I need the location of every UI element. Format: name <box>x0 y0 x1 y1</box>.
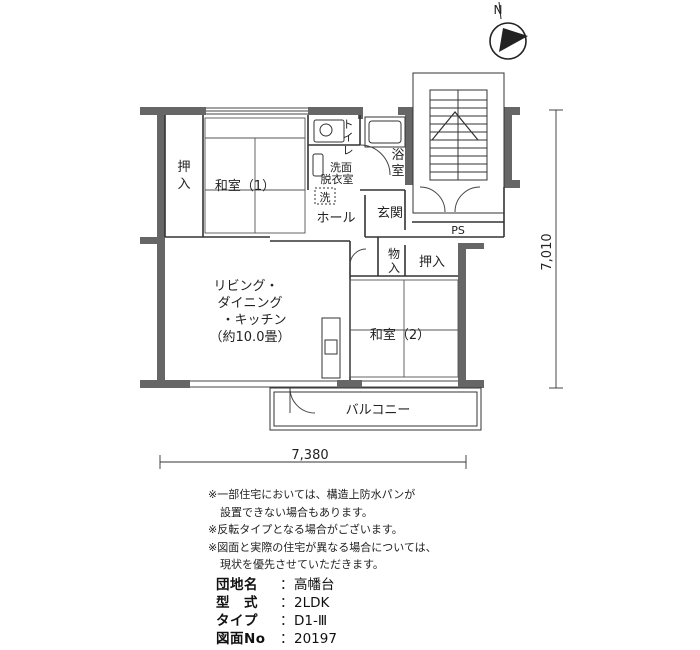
room-bath-a: 浴 <box>391 148 404 163</box>
room-balcony: バルコニー <box>346 403 411 418</box>
note-line: ※一部住宅においては、構造上防水パンが <box>208 488 416 501</box>
room-senmen-b: 脱衣室 <box>321 172 354 186</box>
room-oshiire-2: 押入 <box>419 255 445 270</box>
compass-icon: N <box>489 1 528 60</box>
washer-label: 洗 <box>320 191 331 204</box>
dimension-depth: 7,010 <box>540 233 555 270</box>
info-row-drawing: 図面No ： 20197 <box>216 630 337 648</box>
room-oshiire-1-a: 押 <box>177 160 190 175</box>
room-genkan: 玄関 <box>377 206 403 221</box>
room-washitsu-2: 和室（2） <box>370 327 430 343</box>
room-washitsu-1: 和室（1） <box>215 178 275 194</box>
danchi-value: 高幡台 <box>294 577 335 593</box>
room-ldk-line-1: リビング・ <box>213 279 278 294</box>
room-senmen-a: 洗面 <box>330 161 352 174</box>
tatami <box>204 117 459 378</box>
room-oshiire-1-b: 入 <box>177 177 190 192</box>
note-line: 現状を優先させていただきます。 <box>220 558 384 571</box>
stairs <box>412 72 505 214</box>
windows <box>190 107 458 388</box>
note-line: 設置できない場合もあります。 <box>220 505 373 519</box>
drawing-value: 20197 <box>294 631 337 647</box>
room-monoire-b: 入 <box>388 261 400 275</box>
separator: ： <box>280 613 294 629</box>
room-monoire-a: 物 <box>388 247 400 261</box>
type-value: 2LDK <box>294 595 330 611</box>
type-label: 型 式 <box>216 595 258 611</box>
info-row-subtype: タイプ ： D1-Ⅲ <box>216 612 337 630</box>
room-ldk-line-2: ダイニング <box>217 296 282 311</box>
info-table: 団地名 ： 高幡台 型 式 ： 2LDK タイプ ： D1-Ⅲ 図面No ： 2… <box>216 576 337 648</box>
info-row-danchi: 団地名 ： 高幡台 <box>216 576 337 594</box>
notes: ※一部住宅においては、構造上防水パンが 設置できない場合もあります。 ※反転タイ… <box>208 486 508 574</box>
doors <box>289 144 481 414</box>
drawing-label: 図面No <box>216 631 266 647</box>
separator: ： <box>280 595 294 611</box>
balcony <box>269 387 482 431</box>
room-hall: ホール <box>316 211 355 226</box>
room-toilet-a: ト <box>343 118 354 131</box>
fixtures <box>312 116 406 379</box>
note-line: ※図面と実際の住宅が異なる場合については、 <box>208 540 437 554</box>
subtype-label: タイプ <box>216 613 258 629</box>
exterior-walls <box>140 107 520 388</box>
note-line: ※反転タイプとなる場合がございます。 <box>208 523 403 536</box>
danchi-label: 団地名 <box>216 577 258 593</box>
room-toilet-c: レ <box>343 144 354 157</box>
room-toilet-b: イ <box>343 131 354 144</box>
subtype-value: D1-Ⅲ <box>294 613 328 629</box>
room-ldk-line-3: ・キッチン <box>221 313 286 328</box>
separator: ： <box>280 577 294 593</box>
north-label: N <box>494 3 503 17</box>
dimension-width: 7,380 <box>291 448 328 463</box>
info-row-type: 型 式 ： 2LDK <box>216 594 337 612</box>
separator: ： <box>280 631 294 647</box>
room-ps: PS <box>451 224 465 237</box>
room-bath-b: 室 <box>391 163 404 179</box>
dimension-lines <box>159 109 563 469</box>
room-ldk-line-4: （約10.0畳） <box>210 330 291 345</box>
